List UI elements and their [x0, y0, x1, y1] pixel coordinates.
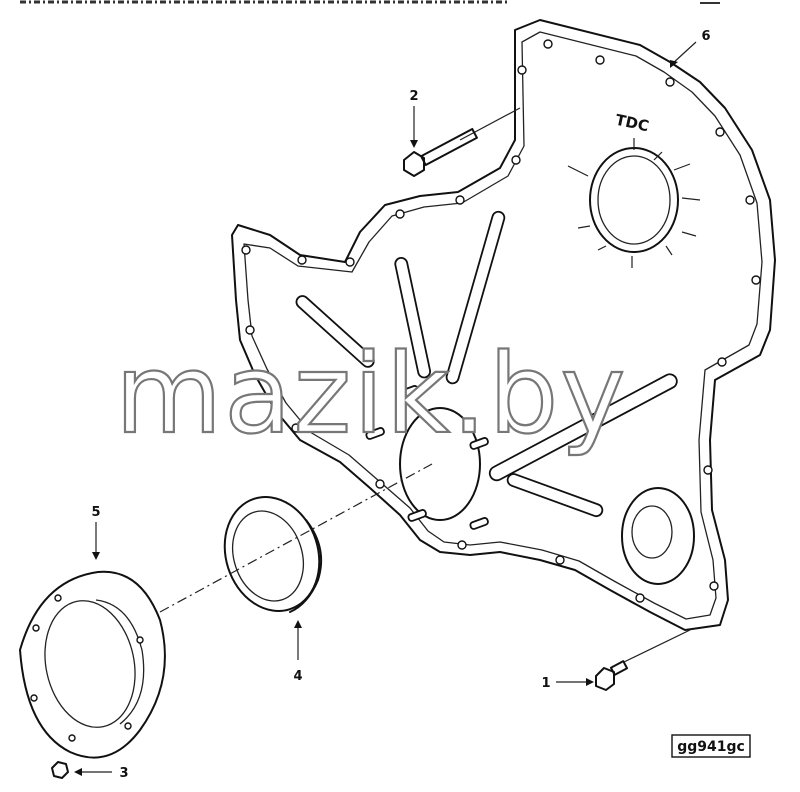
- figure-code: gg941gc: [677, 739, 745, 755]
- top-caption-strip: [20, 0, 720, 4]
- cap-screw-part-2: 2: [403, 89, 521, 177]
- callout-5: 5: [91, 505, 100, 520]
- assembly-centerline: [159, 463, 433, 613]
- callout-2: 2: [409, 89, 418, 104]
- camshaft-seal-area: [567, 138, 701, 268]
- callout-3: 3: [119, 766, 128, 781]
- callout-6-leader: 6: [670, 29, 711, 68]
- callout-4: 4: [293, 669, 302, 684]
- oil-seal-part-4: 4: [223, 496, 323, 684]
- figure-code-label: gg941gc: [671, 734, 751, 758]
- seal-adapter-part-5: 5: [19, 505, 166, 759]
- front-gear-cover: TDC: [231, 19, 776, 631]
- callout-1: 1: [541, 676, 550, 691]
- watermark-text: mazik.by: [115, 330, 627, 458]
- nut-part-3: 3: [51, 761, 129, 781]
- bolt-part-1: 1: [541, 629, 691, 691]
- callout-6: 6: [701, 29, 710, 44]
- tdc-marking: TDC: [614, 111, 651, 136]
